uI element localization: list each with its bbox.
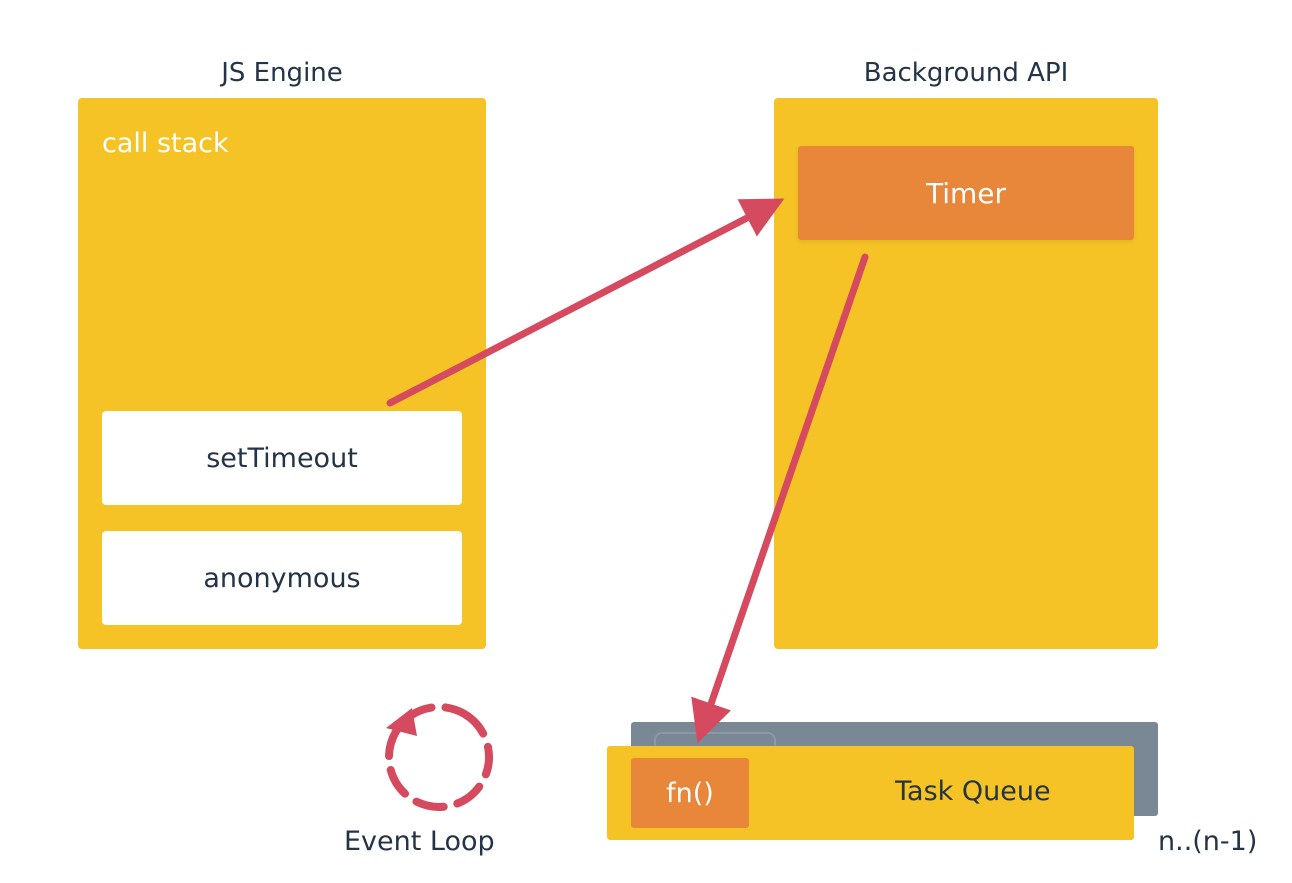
stack-frame-settimeout: setTimeout	[102, 411, 462, 505]
event-loop-label: Event Loop	[344, 826, 495, 857]
task-queue-index-label: n..(n-1)	[1158, 826, 1258, 857]
task-queue-label: Task Queue	[895, 776, 1051, 807]
background-api-title: Background API	[863, 58, 1069, 88]
call-stack-label: call stack	[102, 128, 229, 159]
arrow-timer-to-task-queue	[691, 253, 869, 744]
stack-frame-anonymous: anonymous	[102, 531, 462, 625]
js-engine-title: JS Engine	[221, 58, 343, 88]
timer-box: Timer	[798, 146, 1134, 240]
task-queue-item-fn: fn()	[631, 758, 749, 828]
arrow-settimeout-to-timer	[386, 198, 785, 407]
event-loop-icon	[385, 703, 493, 811]
